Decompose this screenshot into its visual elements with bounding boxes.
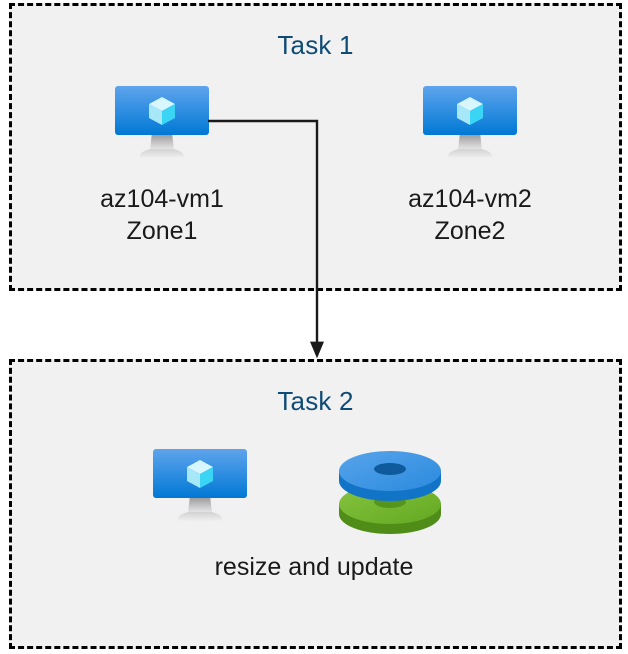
azure-managed-disks-icon bbox=[337, 448, 443, 536]
icon-wrapper bbox=[46, 84, 278, 169]
node-az104-vm2[interactable]: az104-vm2 Zone2 bbox=[354, 84, 586, 247]
azure-virtual-machine-icon bbox=[150, 447, 250, 532]
node-az104-vm1[interactable]: az104-vm1 Zone1 bbox=[46, 84, 278, 247]
task-1-title: Task 1 bbox=[277, 30, 354, 60]
node-label-az104-vm2: az104-vm2 Zone2 bbox=[408, 185, 532, 245]
task-2-icon-row bbox=[150, 447, 450, 537]
node-label-az104-vm1: az104-vm1 Zone1 bbox=[100, 185, 224, 245]
azure-virtual-machine-icon bbox=[420, 84, 520, 169]
azure-virtual-machine-icon bbox=[112, 84, 212, 169]
icon-wrapper bbox=[354, 84, 586, 169]
task-2-caption: resize and update bbox=[214, 553, 414, 581]
task-2-title: Task 2 bbox=[277, 386, 354, 416]
task-2-group: Task 2 bbox=[9, 359, 622, 649]
